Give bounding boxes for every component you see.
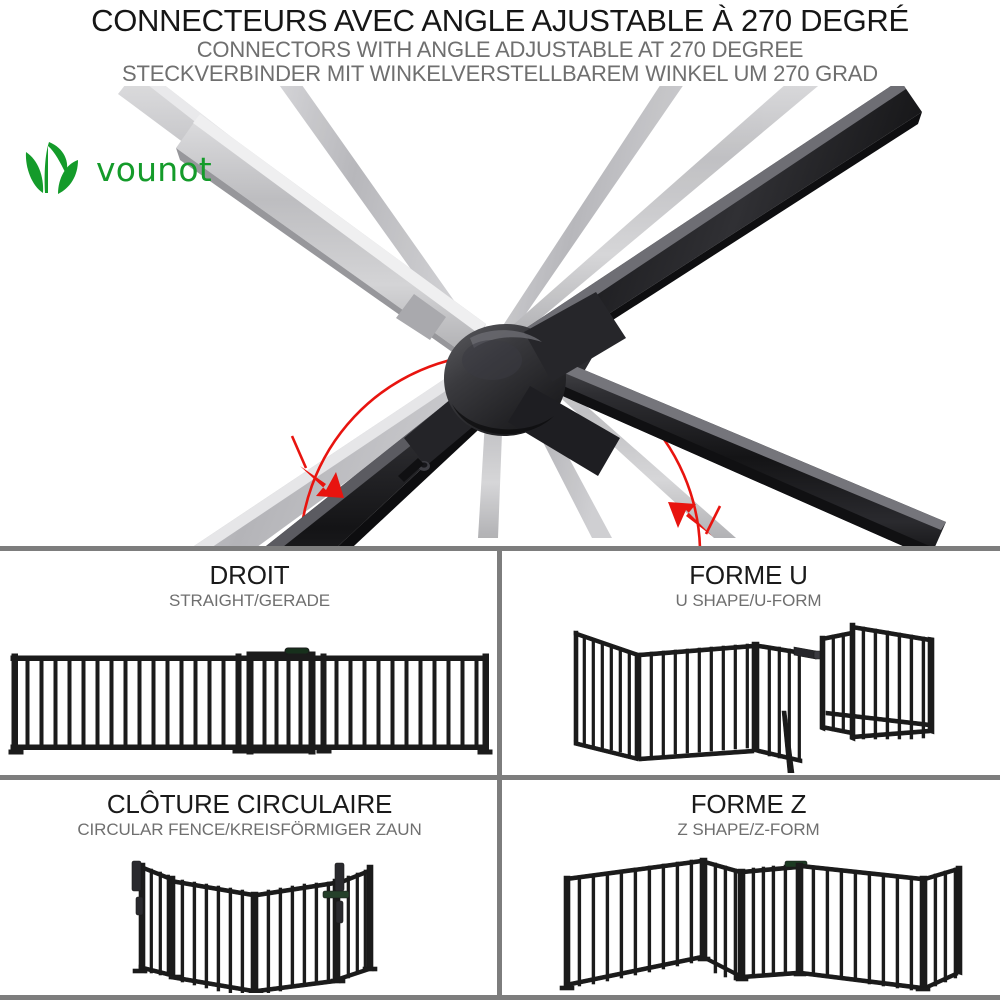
- grid-divider-bottom: [0, 995, 1000, 1000]
- hero-product-image: [0, 86, 1000, 548]
- connector-hub: [444, 292, 626, 476]
- grid-divider-vertical-top: [497, 546, 502, 775]
- grid-divider-vertical-bottom: [497, 775, 502, 995]
- panel-straight-subtitle: STRAIGHT/GERADE: [169, 591, 330, 610]
- connector-arm-black-lower-left: [263, 378, 506, 548]
- brand-name: vounot: [96, 149, 212, 189]
- page-subtitle-de: STECKVERBINDER MIT WINKELVERSTELLBAREM W…: [122, 61, 878, 86]
- brand-logo[interactable]: vounot: [22, 136, 217, 202]
- panel-circular-title: CLÔTURE CIRCULAIRE: [106, 789, 393, 819]
- panel-z-shape[interactable]: FORME Z Z SHAPE/Z-FORM: [502, 780, 995, 993]
- connector-arm-gray-lower: [191, 372, 472, 548]
- panel-circular-head: CLÔTURE CIRCULAIRE CIRCULAR FENCE/KREISF…: [5, 780, 494, 840]
- panel-u-shape-head: FORME U U SHAPE/U-FORM: [502, 551, 995, 611]
- panel-z-shape-subtitle: Z SHAPE/Z-FORM: [677, 820, 820, 839]
- panel-circular[interactable]: CLÔTURE CIRCULAIRE CIRCULAR FENCE/KREISF…: [5, 780, 494, 993]
- connector-illustration: [0, 86, 1000, 548]
- panel-u-shape-title: FORME U: [689, 560, 808, 590]
- panel-straight[interactable]: DROIT STRAIGHT/GERADE: [5, 551, 494, 773]
- page-subtitle-en: CONNECTORS WITH ANGLE ADJUSTABLE AT 270 …: [196, 37, 804, 62]
- panel-circular-subtitle: CIRCULAR FENCE/KREISFÖRMIGER ZAUN: [77, 820, 422, 839]
- straight-fence-illustration: [5, 623, 494, 773]
- fence-configuration-grid: DROIT STRAIGHT/GERADE: [0, 546, 1000, 1000]
- panel-u-shape-subtitle: U SHAPE/U-FORM: [675, 591, 822, 610]
- u-shape-fence-illustration: [502, 591, 995, 773]
- panel-z-shape-title: FORME Z: [690, 789, 807, 819]
- rotation-arrow-right: [668, 502, 722, 536]
- panel-z-shape-head: FORME Z Z SHAPE/Z-FORM: [502, 780, 995, 840]
- connector-arm-black-lower-right: [540, 358, 946, 548]
- z-shape-fence-illustration: [502, 843, 995, 993]
- gate-section: [246, 647, 316, 755]
- panel-straight-head: DROIT STRAIGHT/GERADE: [5, 551, 494, 611]
- panel-u-shape[interactable]: FORME U U SHAPE/U-FORM: [502, 551, 995, 773]
- rotation-arrow-left: [290, 435, 344, 498]
- panel-straight-title: DROIT: [209, 560, 290, 590]
- header-block: CONNECTEURS AVEC ANGLE AJUSTABLE À 270 D…: [0, 0, 1000, 95]
- leaf-logo-icon: [25, 142, 78, 194]
- page-title: CONNECTEURS AVEC ANGLE AJUSTABLE À 270 D…: [91, 3, 909, 38]
- circular-fence-illustration: [5, 845, 494, 993]
- connector-arm-gray: [176, 114, 486, 366]
